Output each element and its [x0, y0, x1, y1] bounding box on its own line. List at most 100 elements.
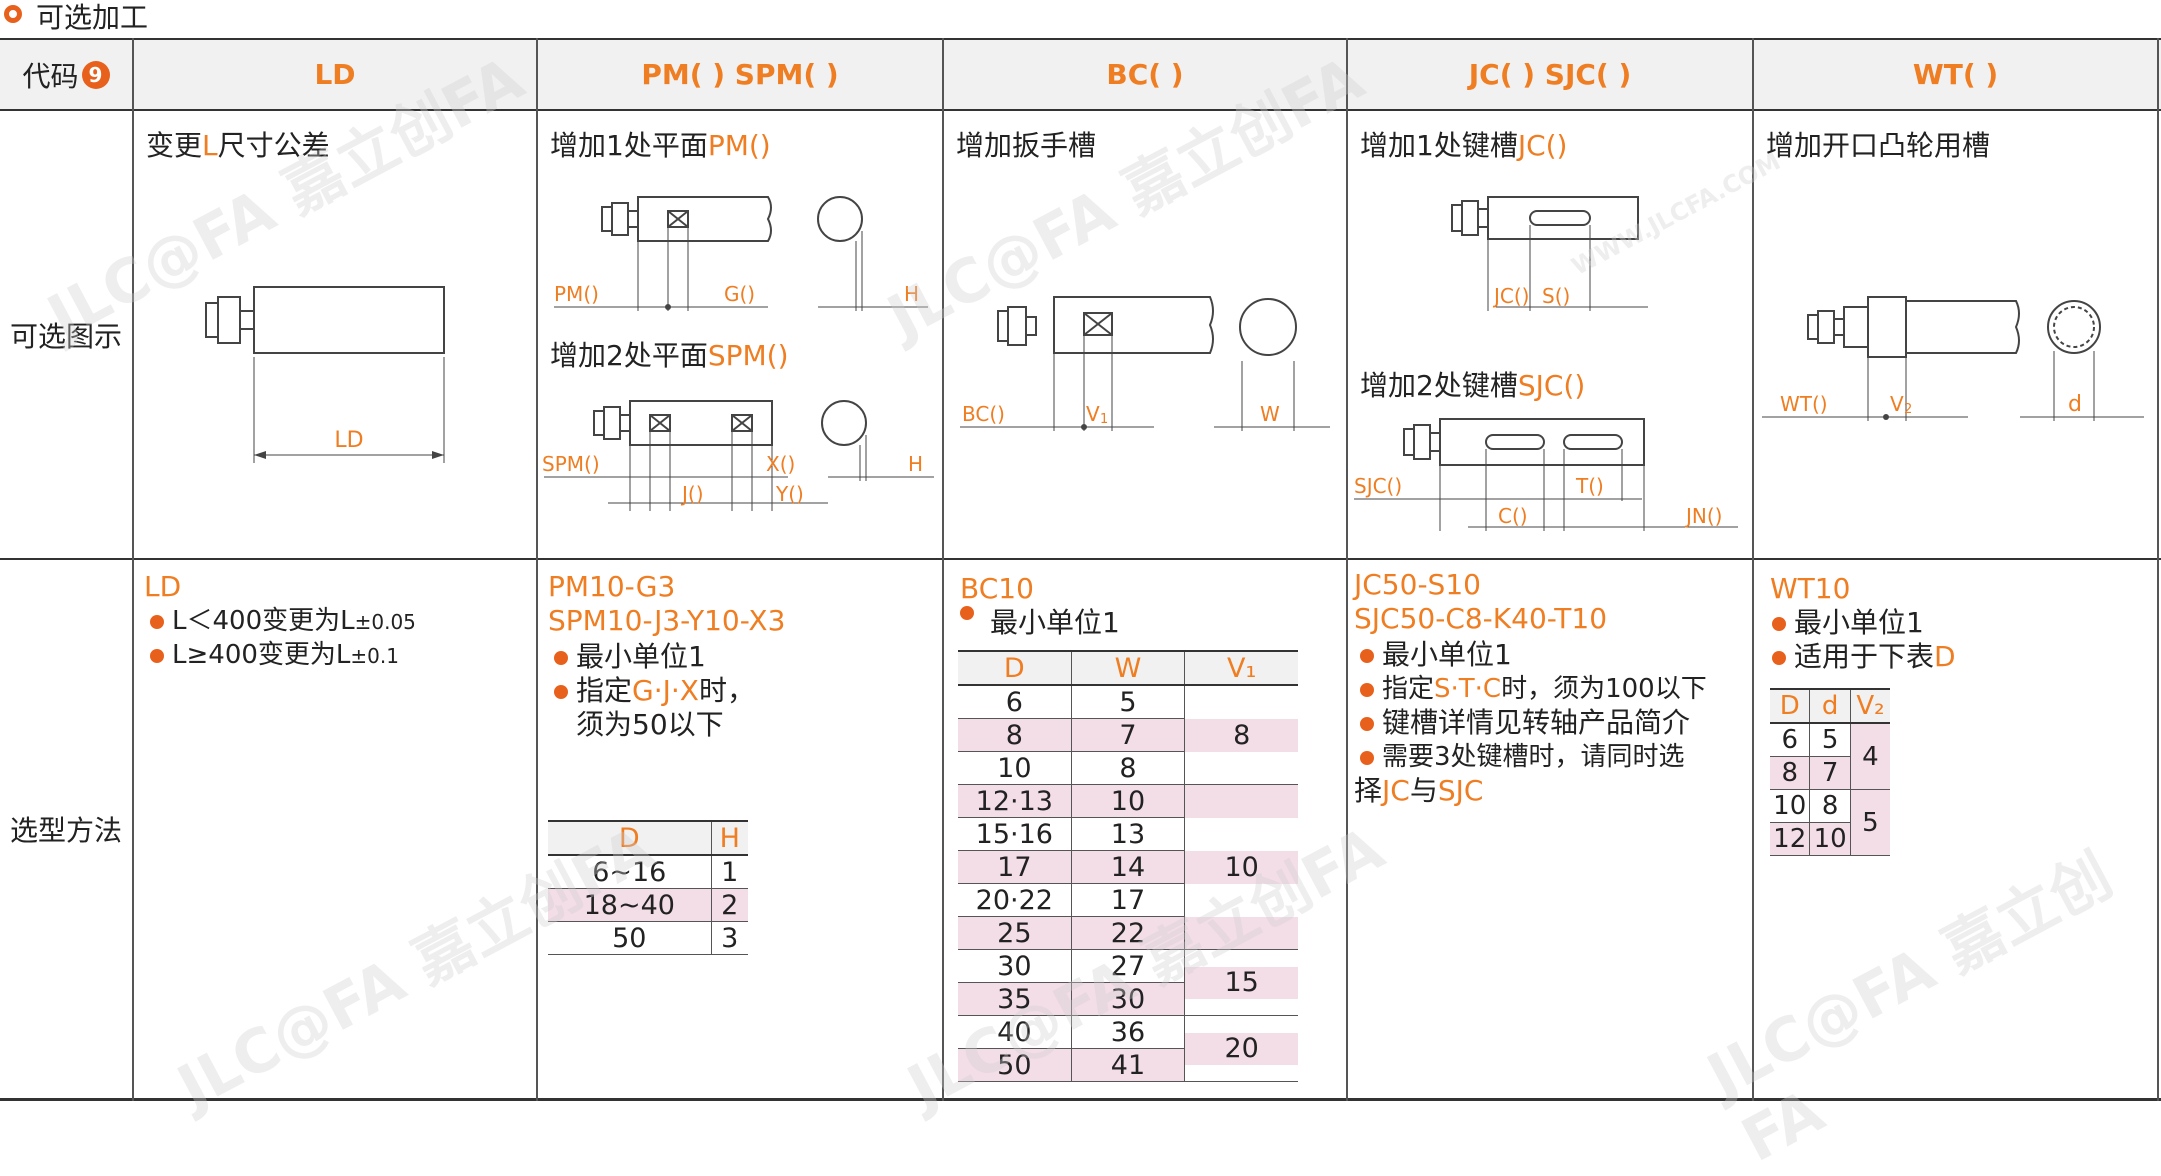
ld-diagram-cell: 变更L尺寸公差 LD — [134, 111, 536, 558]
pm-code-2: SPM10-J3-Y10-X3 — [548, 604, 786, 637]
table-header: D — [1770, 688, 1810, 724]
jc-rule-1: 最小单位1 — [1360, 638, 1512, 672]
jc-title-2: 增加2处键槽SJC() — [1360, 369, 1586, 402]
jc-diagram-cell: 增加1处键槽JC() JC() S() — [1348, 111, 1752, 558]
jc-title-1: 增加1处键槽JC() — [1360, 129, 1568, 162]
pm-rule-2: 指定G·J·X时， — [554, 674, 755, 708]
table-header: W — [1070, 650, 1185, 686]
bullet-icon — [1772, 651, 1786, 665]
bullet-icon — [1360, 717, 1374, 731]
header-code-cell: 代码 9 — [0, 40, 132, 109]
header-col-ld: LD — [314, 58, 356, 91]
pm-label-spm: SPM() — [542, 452, 600, 476]
header-col-bc: BC( ) — [1106, 58, 1184, 91]
ld-code: LD — [144, 570, 182, 603]
table-header: V₁ — [1184, 650, 1298, 686]
column-divider — [1752, 38, 1754, 1101]
table-header: D — [958, 650, 1072, 686]
pm-rule-1: 最小单位1 — [554, 640, 706, 674]
ld-rule-1: L＜400变更为L±0.05 — [150, 604, 416, 639]
header-col-wt: WT( ) — [1912, 58, 1999, 91]
header-code-label: 代码 — [22, 59, 79, 93]
bullet-icon — [150, 648, 164, 663]
bullet-icon — [1360, 649, 1374, 663]
ld-method-cell: LD L＜400变更为L±0.05 L≥400变更为L±0.1 — [134, 560, 536, 1098]
header-divider — [0, 109, 2161, 111]
column-divider — [942, 38, 944, 1101]
bullet-icon — [1360, 682, 1374, 697]
bullet-icon — [554, 685, 568, 699]
table-header: D — [548, 820, 712, 856]
jc-rule-4-cont: 择JC与SJC — [1354, 774, 1484, 807]
ld-diagram-title: 变更L尺寸公差 — [146, 129, 330, 162]
bc-wrench-diagram: BC() V 1 W — [960, 296, 1330, 431]
wt-groove-diagram: WT() V 2 d — [1762, 296, 2144, 421]
pm-title-2: 增加2处平面SPM() — [550, 339, 789, 372]
header-row-background — [0, 40, 2161, 109]
pm-code-1: PM10-G3 — [548, 570, 676, 603]
pm-method-cell: PM10-G3 SPM10-J3-Y10-X3 最小单位1 指定G·J·X时， … — [538, 560, 942, 1098]
pm-label-j: J() — [680, 482, 704, 506]
table-header: H — [710, 820, 748, 856]
ld-dim-label: LD — [334, 428, 363, 453]
bullet-icon — [1772, 617, 1786, 631]
table-header: V₂ — [1849, 688, 1890, 724]
column-divider — [1346, 38, 1348, 1101]
pm-label-h: H — [904, 282, 919, 306]
ld-shaft-diagram: LD — [205, 286, 445, 463]
bullet-icon — [960, 606, 974, 620]
bc-label-w: W — [1260, 402, 1280, 426]
jc-rule-4: 需要3处键槽时，请同时选 — [1360, 740, 1685, 774]
pm-flat-diagram: PM() G() H — [542, 196, 934, 511]
ld-rule-2: L≥400变更为L±0.1 — [150, 638, 399, 673]
bc-label-v-sub: 1 — [1100, 412, 1108, 427]
wt-label-v: V — [1890, 392, 1904, 416]
pm-title-1: 增加1处平面PM() — [550, 129, 771, 162]
bc-code: BC10 — [960, 572, 1034, 605]
jc-rule-2: 指定S·T·C时，须为100以下 — [1360, 672, 1707, 706]
jc-keyway-diagram: JC() S() SJC() T() C( — [1354, 196, 1738, 531]
bc-label-bc: BC() — [962, 402, 1005, 426]
pm-diagram-cell: 增加1处平面PM() — [538, 111, 942, 558]
optional-processing-table: 代码 9 LD PM( ) SPM( ) BC( ) JC( ) SJC( ) … — [0, 38, 2161, 1101]
bc-title: 增加扳手槽 — [956, 129, 1097, 162]
bullet-icon — [150, 614, 164, 629]
jc-label-jn: JN() — [1684, 504, 1722, 528]
jc-rule-3: 键槽详情见转轴产品简介 — [1360, 706, 1690, 740]
wt-title: 增加开口凸轮用槽 — [1766, 129, 1991, 162]
wt-rule-2: 适用于下表D — [1772, 640, 1956, 674]
pm-label-pm: PM() — [554, 282, 599, 306]
column-divider — [132, 38, 134, 1101]
jc-code-2: SJC50-C8-K40-T10 — [1354, 602, 1608, 635]
row-divider — [0, 558, 2161, 560]
header-col-jc: JC( ) SJC( ) — [1468, 58, 1632, 91]
bullet-icon — [1360, 750, 1374, 765]
bc-rule-1: 最小单位1 — [990, 606, 1120, 639]
jc-label-sjc: SJC() — [1354, 474, 1402, 498]
jc-code-1: JC50-S10 — [1354, 568, 1481, 601]
circle-bullet-icon — [4, 5, 22, 23]
wt-label-d: d — [2068, 392, 2082, 417]
bullet-icon — [554, 651, 568, 665]
pm-label-h2: H — [908, 452, 923, 476]
code-badge: 9 — [81, 60, 110, 89]
column-divider — [2157, 38, 2159, 1101]
pm-label-y: Y() — [775, 482, 804, 506]
jc-label-jc: JC() — [1492, 284, 1529, 308]
bc-diagram-cell: 增加扳手槽 BC() V — [944, 111, 1346, 558]
